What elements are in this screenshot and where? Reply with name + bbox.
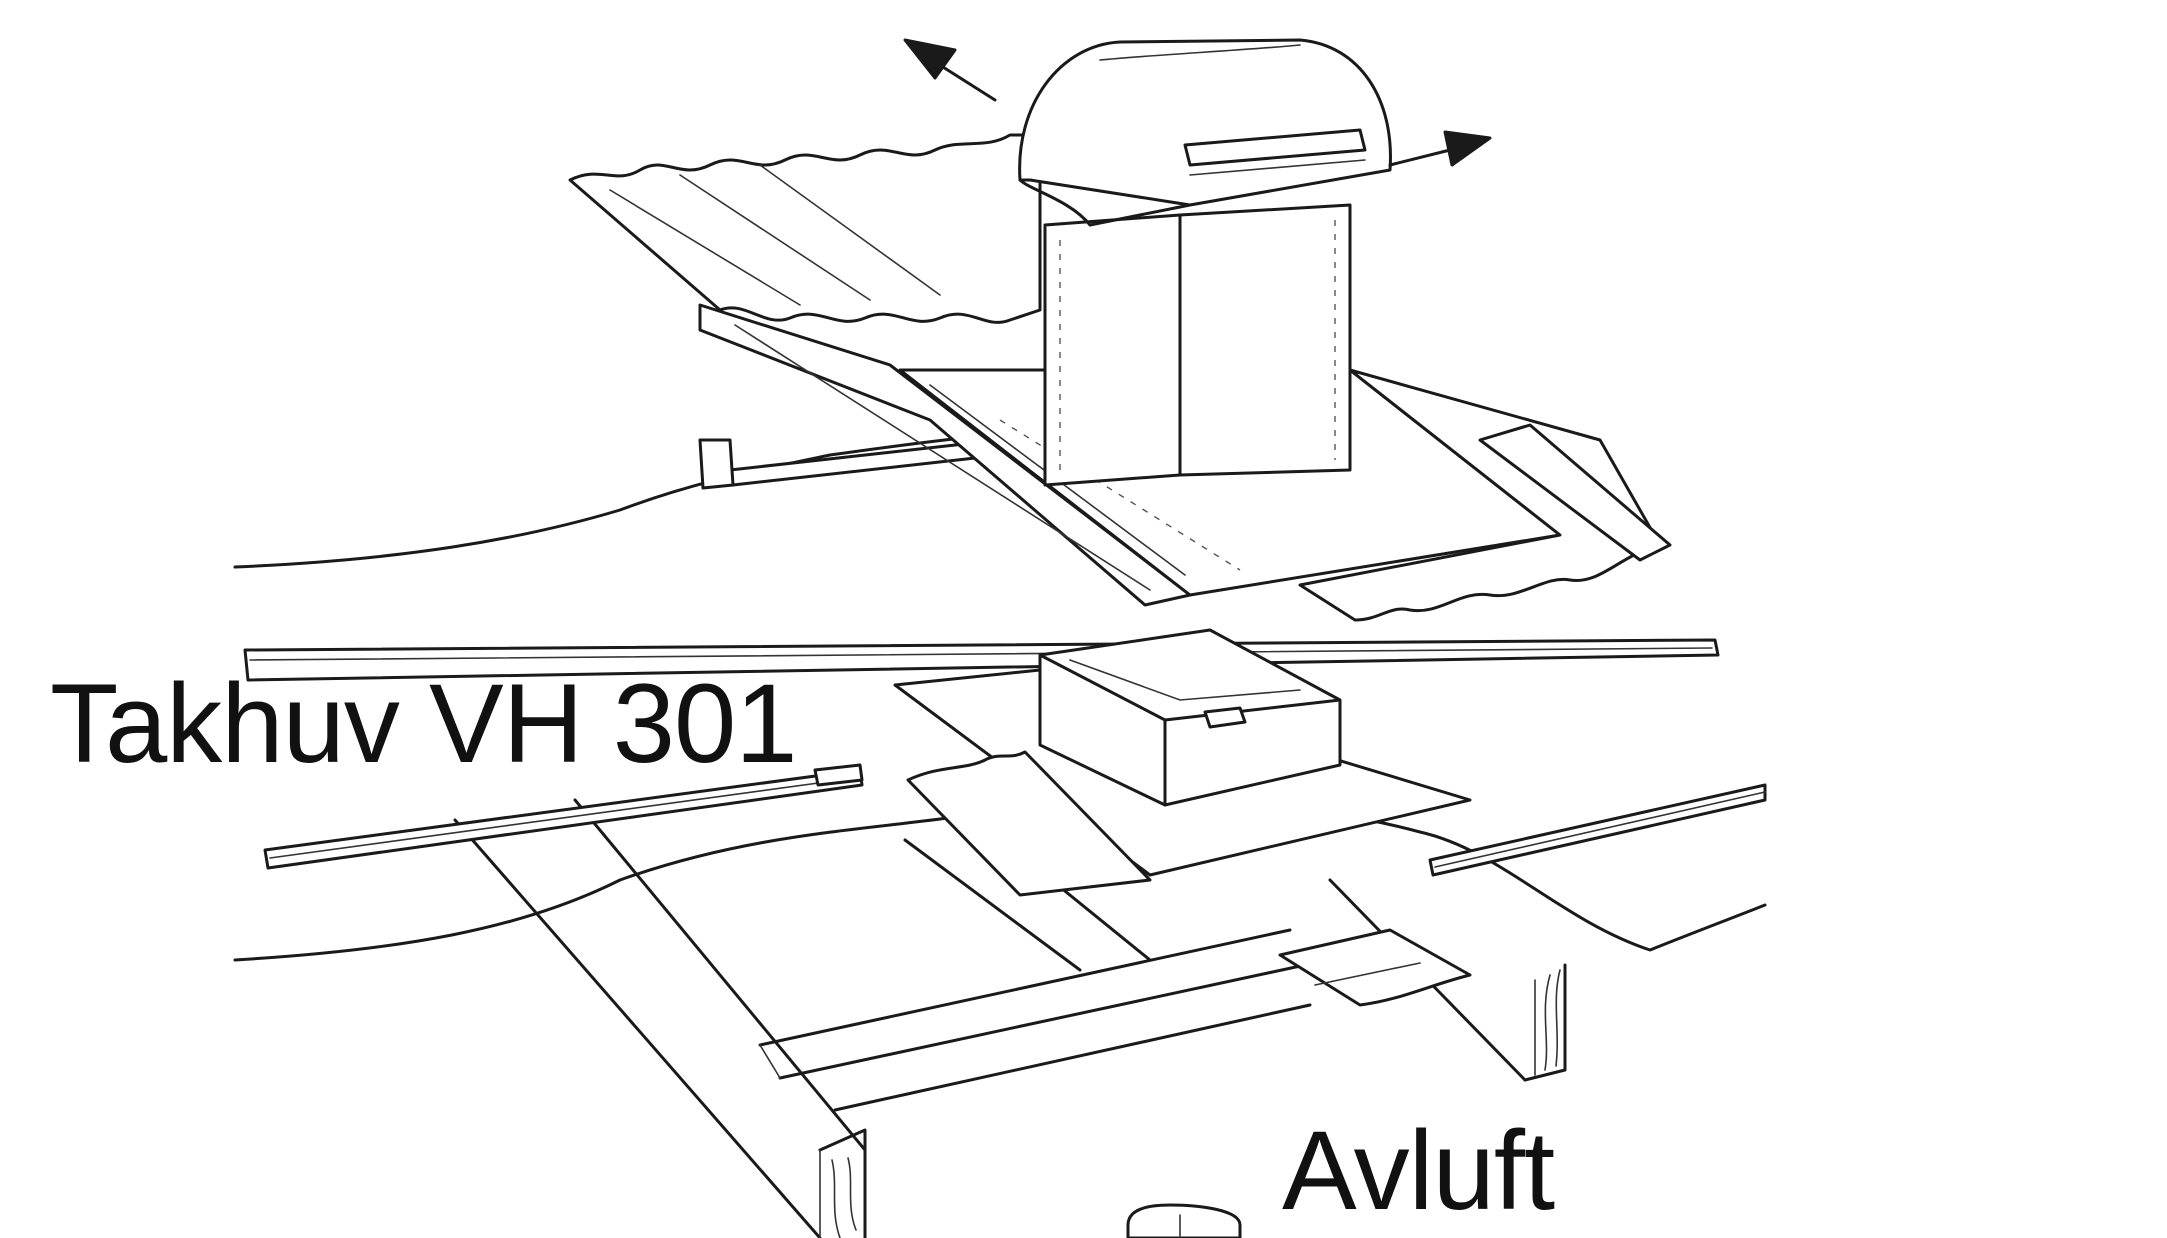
airflow-arrow-right [1388, 130, 1492, 167]
airflow-arrow-left [903, 38, 997, 102]
trimmer-beams [758, 928, 1312, 1112]
vent-stack [1043, 203, 1352, 487]
rafter-left [453, 798, 867, 1238]
duct-connector [1126, 1203, 1242, 1238]
batten-upper [698, 438, 1004, 490]
vent-hood [1018, 38, 1392, 227]
batten-middle-left [263, 763, 864, 870]
lower-right-sheet [1278, 928, 1472, 1007]
underlay-strip [698, 303, 1192, 607]
batten-middle-right [1428, 783, 1767, 877]
roof-sheet-upper-edge [233, 433, 992, 569]
product-label: Takhuv VH 301 [50, 661, 798, 786]
curb-box [1038, 628, 1342, 807]
corrugated-strip [906, 750, 1152, 897]
exhaust-label: Avluft [1282, 1108, 1555, 1233]
corrugated-roof-panel [568, 133, 1042, 324]
